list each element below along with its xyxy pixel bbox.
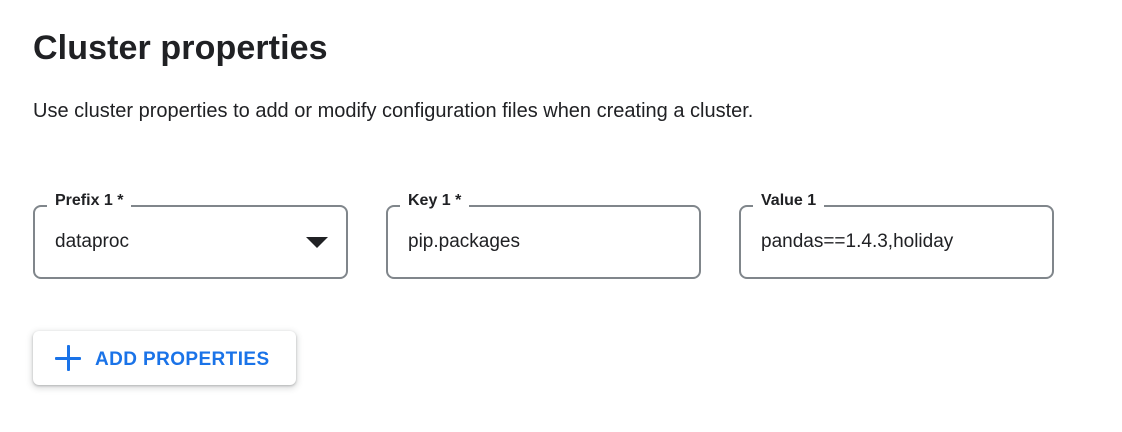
- add-properties-button[interactable]: ADD PROPERTIES: [33, 331, 296, 385]
- page-title: Cluster properties: [33, 29, 328, 67]
- key-input[interactable]: [408, 231, 681, 253]
- plus-icon: [55, 345, 81, 371]
- page-description: Use cluster properties to add or modify …: [33, 100, 754, 122]
- key-label: Key 1 *: [400, 191, 470, 211]
- prefix-label: Prefix 1 *: [47, 191, 132, 211]
- add-properties-label: ADD PROPERTIES: [95, 348, 270, 370]
- prefix-select[interactable]: Prefix 1 * dataproc: [33, 191, 348, 279]
- value-label: Value 1: [753, 191, 825, 211]
- value-field-container: Value 1: [739, 191, 1054, 279]
- cluster-properties-section: Cluster properties Use cluster propertie…: [33, 29, 1122, 385]
- property-row-1: Prefix 1 * dataproc Key 1 * Value 1: [33, 191, 1122, 279]
- key-field-container: Key 1 *: [386, 191, 701, 279]
- prefix-selected-value: dataproc: [55, 231, 129, 252]
- value-input[interactable]: [761, 231, 1034, 253]
- dropdown-arrow-icon: [306, 236, 328, 248]
